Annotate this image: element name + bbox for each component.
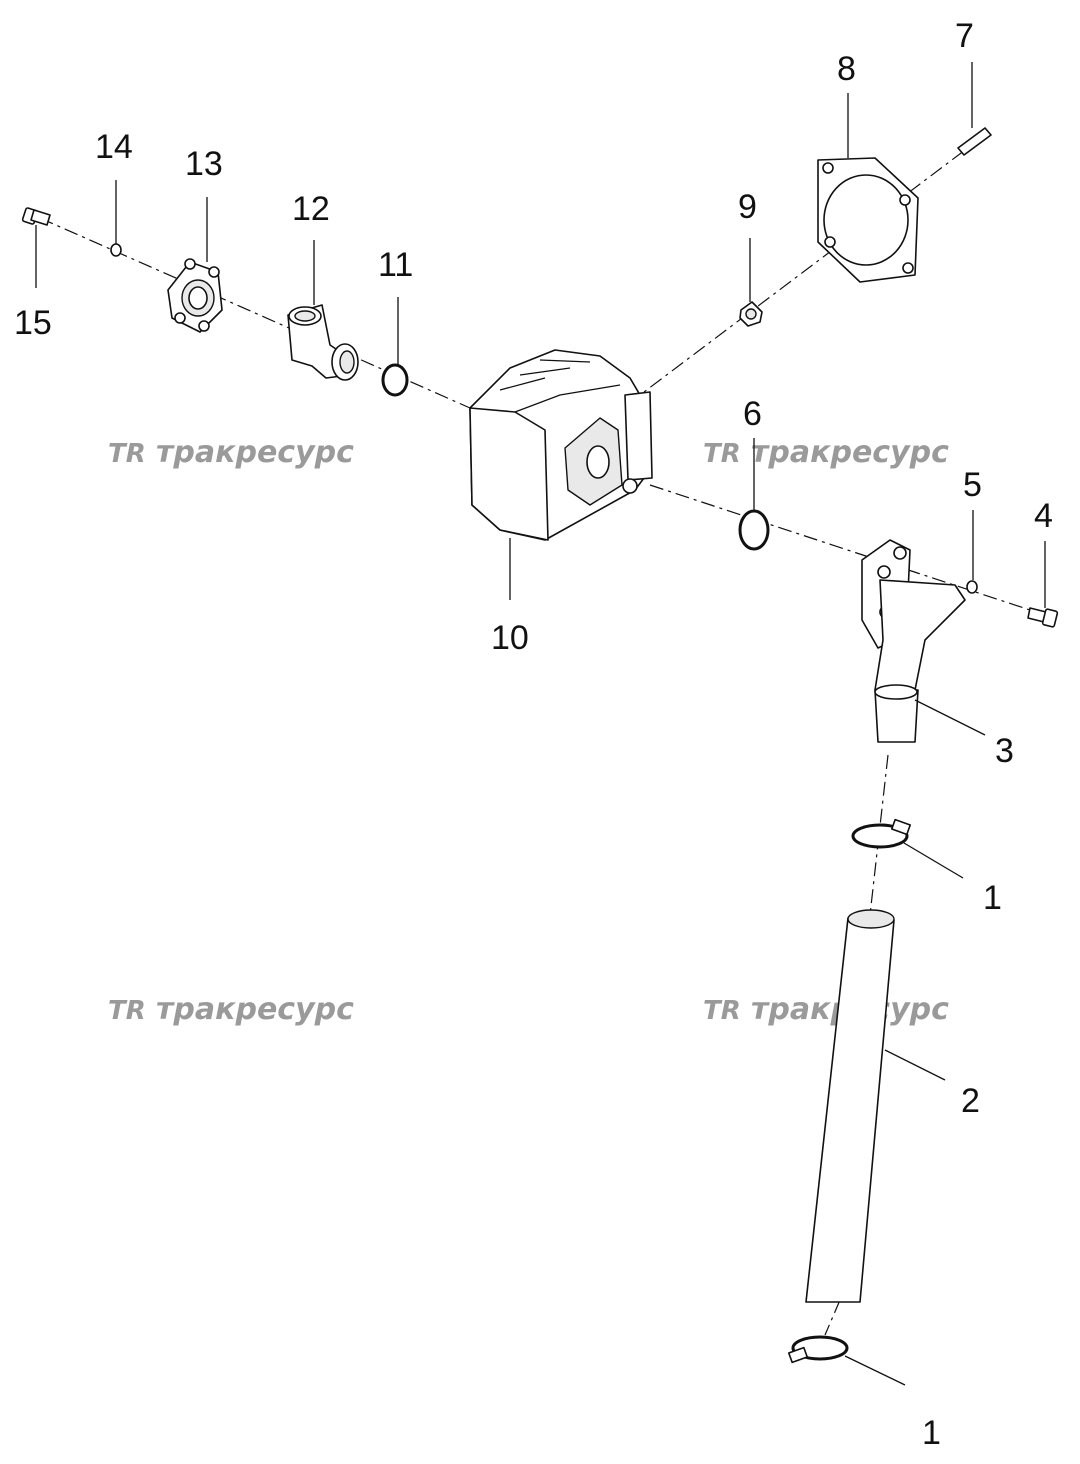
part-14-o-ring	[110, 243, 122, 257]
callout-5: 5	[963, 466, 982, 504]
watermark-logo: TR	[703, 996, 741, 1026]
callout-8: 8	[837, 50, 856, 88]
part-1-clamp-lower	[787, 1335, 849, 1364]
callout-7: 7	[955, 17, 974, 55]
watermark-2: TR тракресурс	[703, 435, 949, 470]
part-13-flange	[167, 258, 223, 333]
watermark-text: тракресурс	[751, 435, 949, 470]
part-5-o-ring	[966, 580, 978, 594]
callout-3: 3	[995, 732, 1014, 770]
part-1-clamp-upper	[851, 818, 912, 849]
callout-4: 4	[1034, 497, 1053, 535]
part-12-elbow	[287, 304, 359, 381]
callouts: 7 8 14 13 9 12 11 15 6 5 4 10 3 1 2 1	[14, 17, 1053, 1452]
watermark-1: TR тракресурс	[108, 435, 354, 470]
callout-1-upper: 1	[983, 879, 1002, 917]
callout-15: 15	[14, 304, 52, 342]
callout-14: 14	[95, 128, 133, 166]
callout-1-lower: 1	[922, 1414, 941, 1452]
callout-11: 11	[378, 246, 413, 284]
watermark-logo: TR	[703, 439, 741, 469]
watermark-logo: TR	[108, 996, 146, 1026]
watermark-3: TR тракресурс	[108, 992, 354, 1027]
part-11-o-ring	[381, 363, 409, 397]
part-7-pin	[957, 127, 992, 156]
part-15-bolt	[21, 207, 51, 226]
part-3-elbow-pipe	[861, 539, 966, 743]
callout-9: 9	[738, 188, 757, 226]
watermark-4: TR тракресурс	[703, 992, 949, 1027]
callout-10: 10	[491, 619, 529, 657]
leader-lines	[35, 62, 1046, 1386]
callout-12: 12	[292, 190, 330, 228]
callout-2: 2	[961, 1082, 980, 1120]
watermark-logo: TR	[108, 439, 146, 469]
callout-6: 6	[743, 395, 762, 433]
watermark-text: тракресурс	[156, 435, 354, 470]
part-6-o-ring	[738, 509, 770, 551]
watermark-text: тракресурс	[156, 992, 354, 1027]
part-4-bolt	[1027, 607, 1059, 628]
part-2-hose	[805, 909, 895, 1303]
callout-13: 13	[185, 145, 223, 183]
part-10-pump	[469, 349, 653, 541]
part-8-gasket	[817, 157, 919, 283]
part-9-fitting	[739, 301, 763, 327]
